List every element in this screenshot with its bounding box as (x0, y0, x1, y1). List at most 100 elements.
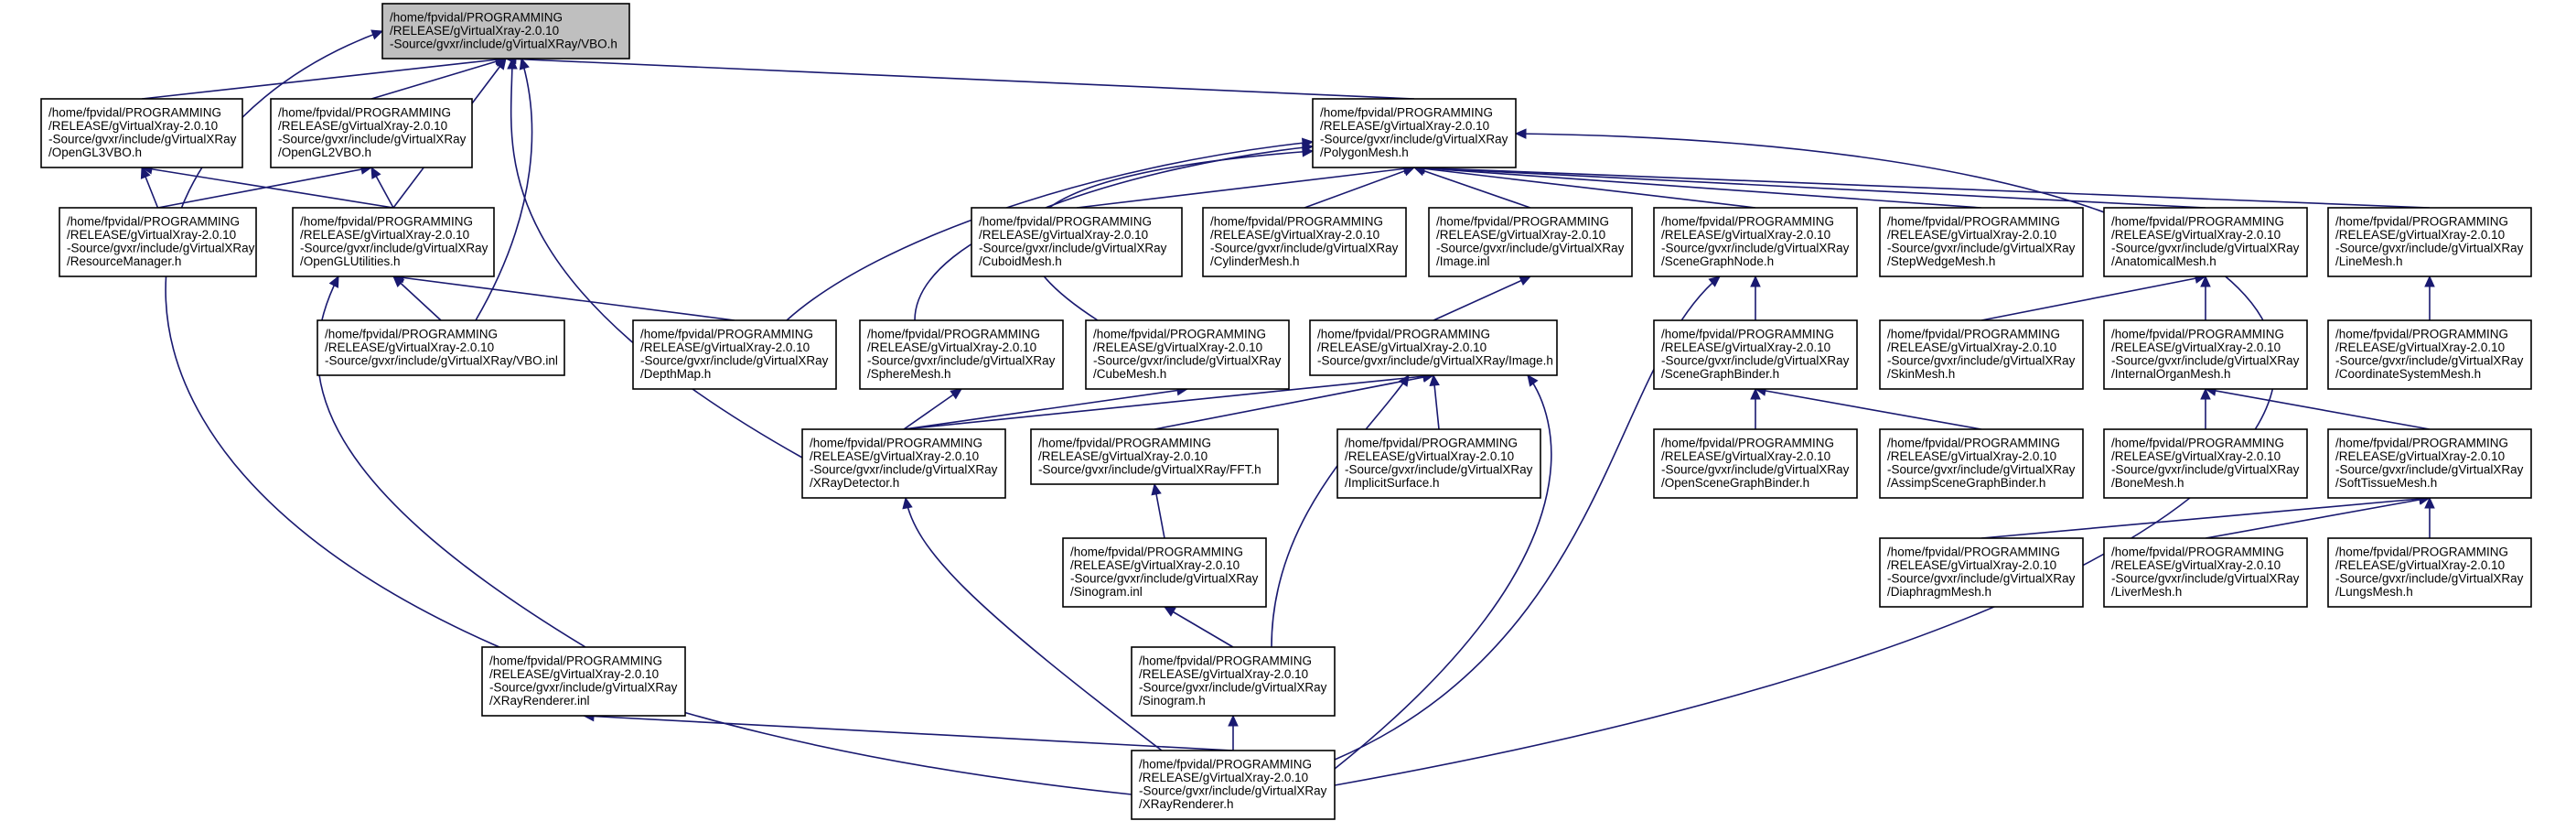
file-node-xraydetector-h[interactable]: /home/fpvidal/PROGRAMMING/RELEASE/gVirtu… (801, 428, 1006, 499)
edge-xraydetector_h-to-spheremesh_h (903, 388, 962, 430)
node-label-line: /RELEASE/gVirtualXray-2.0.10 (2111, 558, 2281, 572)
file-node-softtissuemesh-h[interactable]: /home/fpvidal/PROGRAMMING/RELEASE/gVirtu… (2327, 428, 2532, 499)
file-node-openglutilities-h[interactable]: /home/fpvidal/PROGRAMMING/RELEASE/gVirtu… (292, 207, 495, 277)
file-node-cylindermesh-h[interactable]: /home/fpvidal/PROGRAMMING/RELEASE/gVirtu… (1202, 207, 1407, 277)
edge-line (475, 58, 533, 321)
file-node-opengl3vbo-h[interactable]: /home/fpvidal/PROGRAMMING/RELEASE/gVirtu… (40, 98, 243, 168)
arrowhead-icon (2200, 387, 2211, 400)
file-node-scenegraphnode-h[interactable]: /home/fpvidal/PROGRAMMING/RELEASE/gVirtu… (1653, 207, 1858, 277)
file-node-bonemesh-h[interactable]: /home/fpvidal/PROGRAMMING/RELEASE/gVirtu… (2103, 428, 2308, 499)
file-node-vbo-inl[interactable]: /home/fpvidal/PROGRAMMING/RELEASE/gVirtu… (317, 319, 565, 376)
file-node-linemesh-h[interactable]: /home/fpvidal/PROGRAMMING/RELEASE/gVirtu… (2327, 207, 2532, 277)
node-label-line: /home/fpvidal/PROGRAMMING (810, 437, 982, 450)
node-label-line: /home/fpvidal/PROGRAMMING (1887, 437, 2060, 450)
node-label-line: /OpenGL3VBO.h (48, 146, 142, 159)
edge-line (1154, 374, 1434, 430)
file-node-cubemesh-h[interactable]: /home/fpvidal/PROGRAMMING/RELEASE/gVirtu… (1085, 319, 1290, 390)
edge-line (903, 388, 1188, 430)
file-node-skinmesh-h[interactable]: /home/fpvidal/PROGRAMMING/RELEASE/gVirtu… (1879, 319, 2084, 390)
file-node-anatomicalmesh-h[interactable]: /home/fpvidal/PROGRAMMING/RELEASE/gVirtu… (2103, 207, 2308, 277)
node-box (1428, 207, 1633, 277)
file-node-resourcemanager-h[interactable]: /home/fpvidal/PROGRAMMING/RELEASE/gVirtu… (59, 207, 257, 277)
node-box (801, 428, 1006, 499)
node-label-line: /BoneMesh.h (2111, 476, 2184, 490)
file-node-image-h[interactable]: /home/fpvidal/PROGRAMMING/RELEASE/gVirtu… (1309, 319, 1558, 376)
node-label-line: /home/fpvidal/PROGRAMMING (1317, 327, 1490, 340)
node-label-line: /RELEASE/gVirtualXray-2.0.10 (1887, 340, 2056, 354)
node-label-line: /home/fpvidal/PROGRAMMING (1320, 106, 1493, 120)
edge-line (2205, 388, 2431, 430)
node-label-line: /DepthMap.h (640, 367, 711, 381)
node-box (1312, 98, 1517, 168)
node-box (1653, 319, 1858, 390)
file-node-xrayrenderer-inl[interactable]: /home/fpvidal/PROGRAMMING/RELEASE/gVirtu… (481, 646, 686, 717)
node-label-line: /home/fpvidal/PROGRAMMING (1661, 437, 1834, 450)
file-node-sinogram-inl[interactable]: /home/fpvidal/PROGRAMMING/RELEASE/gVirtu… (1062, 537, 1267, 608)
node-label-line: /RELEASE/gVirtualXray-2.0.10 (1139, 771, 1308, 784)
edge-diaphragmmesh_h-to-softtissuemesh_h (1980, 493, 2431, 539)
edge-anatomicalmesh_h-to-polygonmesh_h (1412, 162, 2206, 209)
node-label-line: -Source/gvxr/include/gVirtualXRay (300, 242, 488, 255)
file-node-opengl2vbo-h[interactable]: /home/fpvidal/PROGRAMMING/RELEASE/gVirtu… (270, 98, 473, 168)
file-node-image-inl[interactable]: /home/fpvidal/PROGRAMMING/RELEASE/gVirtu… (1428, 207, 1633, 277)
file-node-openscenegraphbinder-h[interactable]: /home/fpvidal/PROGRAMMING/RELEASE/gVirtu… (1653, 428, 1858, 499)
node-label-line: -Source/gvxr/include/gVirtualXRay (1887, 354, 2076, 368)
node-box (381, 3, 630, 59)
node-box (1653, 428, 1858, 499)
edge-scenegraphbinder_h-to-scenegraphnode_h (1750, 275, 1761, 320)
file-node-cuboidmesh-h[interactable]: /home/fpvidal/PROGRAMMING/RELEASE/gVirtu… (971, 207, 1183, 277)
edge-sinogram_h-to-image_h (1271, 373, 1410, 648)
node-box (1030, 428, 1279, 485)
node-label-line: /Sinogram.h (1139, 694, 1206, 708)
node-box (632, 319, 837, 390)
node-box (40, 98, 243, 168)
file-node-livermesh-h[interactable]: /home/fpvidal/PROGRAMMING/RELEASE/gVirtu… (2103, 537, 2308, 608)
node-label-line: /home/fpvidal/PROGRAMMING (278, 106, 451, 120)
file-node-scenegraphbinder-h[interactable]: /home/fpvidal/PROGRAMMING/RELEASE/gVirtu… (1653, 319, 1858, 390)
node-label-line: /SceneGraphBinder.h (1661, 367, 1779, 381)
node-label-line: /RELEASE/gVirtualXray-2.0.10 (640, 340, 810, 354)
node-label-line: /RELEASE/gVirtualXray-2.0.10 (979, 228, 1148, 242)
node-label-line: /home/fpvidal/PROGRAMMING (67, 215, 240, 229)
file-node-assimpscenegraphbinder-h[interactable]: /home/fpvidal/PROGRAMMING/RELEASE/gVirtu… (1879, 428, 2084, 499)
node-label-line: /home/fpvidal/PROGRAMMING (2111, 546, 2284, 559)
file-node-xrayrenderer-h[interactable]: /home/fpvidal/PROGRAMMING/RELEASE/gVirtu… (1131, 750, 1336, 820)
file-node-polygonmesh-h[interactable]: /home/fpvidal/PROGRAMMING/RELEASE/gVirtu… (1312, 98, 1517, 168)
node-label-line: /home/fpvidal/PROGRAMMING (2111, 437, 2284, 450)
node-box (2103, 207, 2308, 277)
edge-bonemesh_h-to-internalorganmesh_h (2200, 387, 2211, 429)
edge-sinogram_h-to-sinogram_inl (1163, 606, 1234, 648)
edge-line (1413, 167, 1531, 209)
file-node-lungsmesh-h[interactable]: /home/fpvidal/PROGRAMMING/RELEASE/gVirtu… (2327, 537, 2532, 608)
edge-vbo_inl-to-vbo_h (475, 57, 533, 321)
file-node-sinogram-h[interactable]: /home/fpvidal/PROGRAMMING/RELEASE/gVirtu… (1131, 646, 1336, 717)
node-label-line: -Source/gvxr/include/gVirtualXRay (640, 354, 829, 368)
arrowhead-icon (1228, 714, 1239, 727)
file-node-spheremesh-h[interactable]: /home/fpvidal/PROGRAMMING/RELEASE/gVirtu… (859, 319, 1064, 390)
node-label-line: /home/fpvidal/PROGRAMMING (325, 327, 498, 340)
arrowhead-icon (902, 496, 913, 510)
file-node-fft-h[interactable]: /home/fpvidal/PROGRAMMING/RELEASE/gVirtu… (1030, 428, 1279, 485)
node-box (859, 319, 1064, 390)
edge-coordinatesystemmesh_h-to-linemesh_h (2424, 275, 2435, 320)
node-box (1131, 750, 1336, 820)
node-label-line: /RELEASE/gVirtualXray-2.0.10 (489, 667, 659, 681)
file-node-depthmap-h[interactable]: /home/fpvidal/PROGRAMMING/RELEASE/gVirtu… (632, 319, 837, 390)
file-node-coordinatesystemmesh-h[interactable]: /home/fpvidal/PROGRAMMING/RELEASE/gVirtu… (2327, 319, 2532, 390)
edge-xrayrenderer_h-to-xraydetector_h (902, 496, 1163, 751)
file-node-internalorganmesh-h[interactable]: /home/fpvidal/PROGRAMMING/RELEASE/gVirtu… (2103, 319, 2308, 390)
edge-sinogram_inl-to-fft_h (1151, 482, 1165, 539)
edge-line (505, 58, 1415, 100)
file-node-vbo-h[interactable]: /home/fpvidal/PROGRAMMING/RELEASE/gVirtu… (381, 3, 630, 59)
node-label-line: /Sinogram.inl (1070, 585, 1143, 599)
edge-opengl3vbo_h-to-vbo_h (141, 54, 508, 100)
node-label-line: /home/fpvidal/PROGRAMMING (1139, 654, 1312, 668)
node-box (1879, 319, 2084, 390)
edge-openscenegraphbinder_h-to-scenegraphbinder_h (1750, 387, 1761, 429)
node-label-line: /RELEASE/gVirtualXray-2.0.10 (300, 228, 469, 242)
arrowhead-icon (507, 57, 518, 70)
file-node-implicitsurface-h[interactable]: /home/fpvidal/PROGRAMMING/RELEASE/gVirtu… (1336, 428, 1541, 499)
file-node-stepwedgemesh-h[interactable]: /home/fpvidal/PROGRAMMING/RELEASE/gVirtu… (1879, 207, 2084, 277)
file-node-diaphragmmesh-h[interactable]: /home/fpvidal/PROGRAMMING/RELEASE/gVirtu… (1879, 537, 2084, 608)
node-label-line: /RELEASE/gVirtualXray-2.0.10 (1661, 449, 1830, 463)
